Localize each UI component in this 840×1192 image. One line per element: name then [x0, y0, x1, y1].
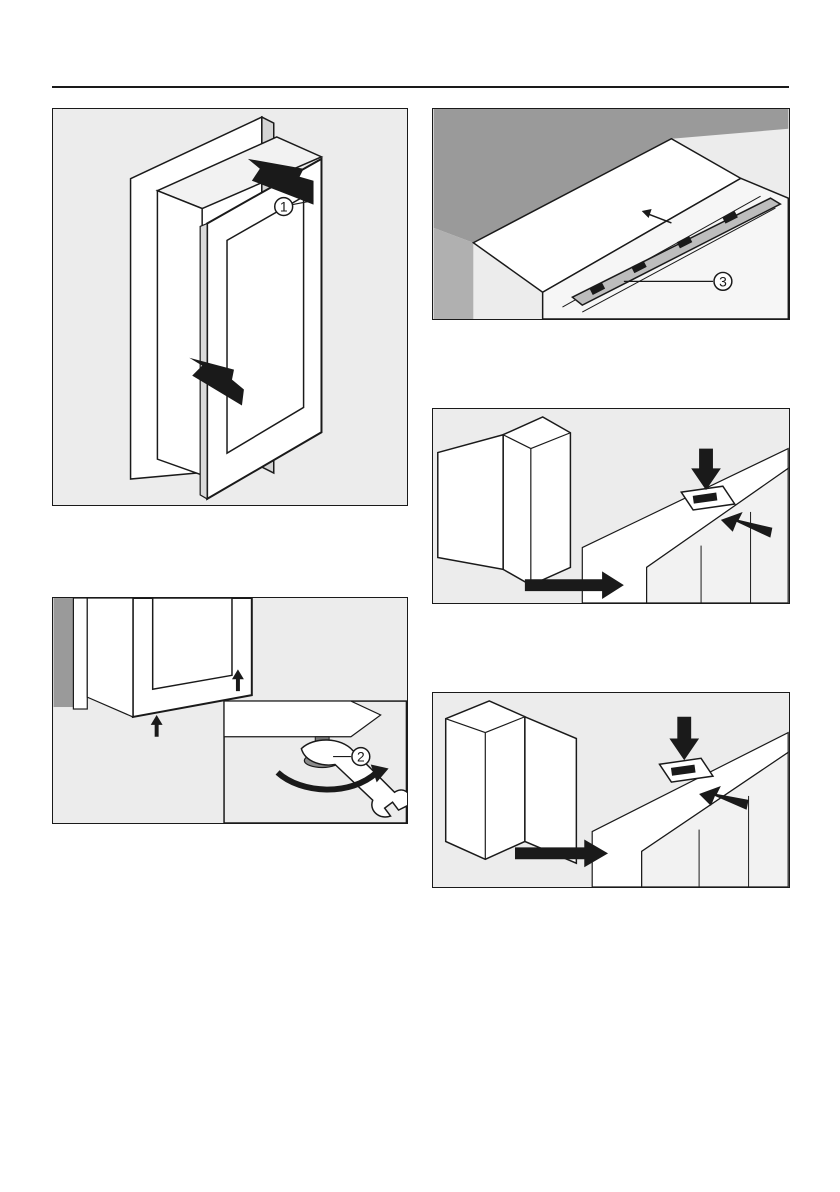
alignment-strip-illustration: 3 [433, 109, 789, 319]
callout-1: 1 [280, 199, 288, 215]
figure-hinge-left [432, 692, 790, 888]
door-mounting-illustration: 1 [53, 109, 407, 505]
figure-foot-adjust: 2 [52, 597, 408, 824]
hinge-right-illustration [433, 409, 789, 603]
figure-hinge-right [432, 408, 790, 604]
figure-alignment-strip: 3 [432, 108, 790, 320]
arrow-down-icon [669, 717, 699, 761]
figure-door-mounting: 1 [52, 108, 408, 506]
hinge-left-illustration [433, 693, 789, 887]
callout-3: 3 [719, 273, 727, 289]
foot-adjust-illustration: 2 [53, 598, 407, 823]
header-rule [52, 86, 789, 88]
callout-2: 2 [357, 749, 365, 765]
arrow-up-icon [151, 715, 163, 737]
